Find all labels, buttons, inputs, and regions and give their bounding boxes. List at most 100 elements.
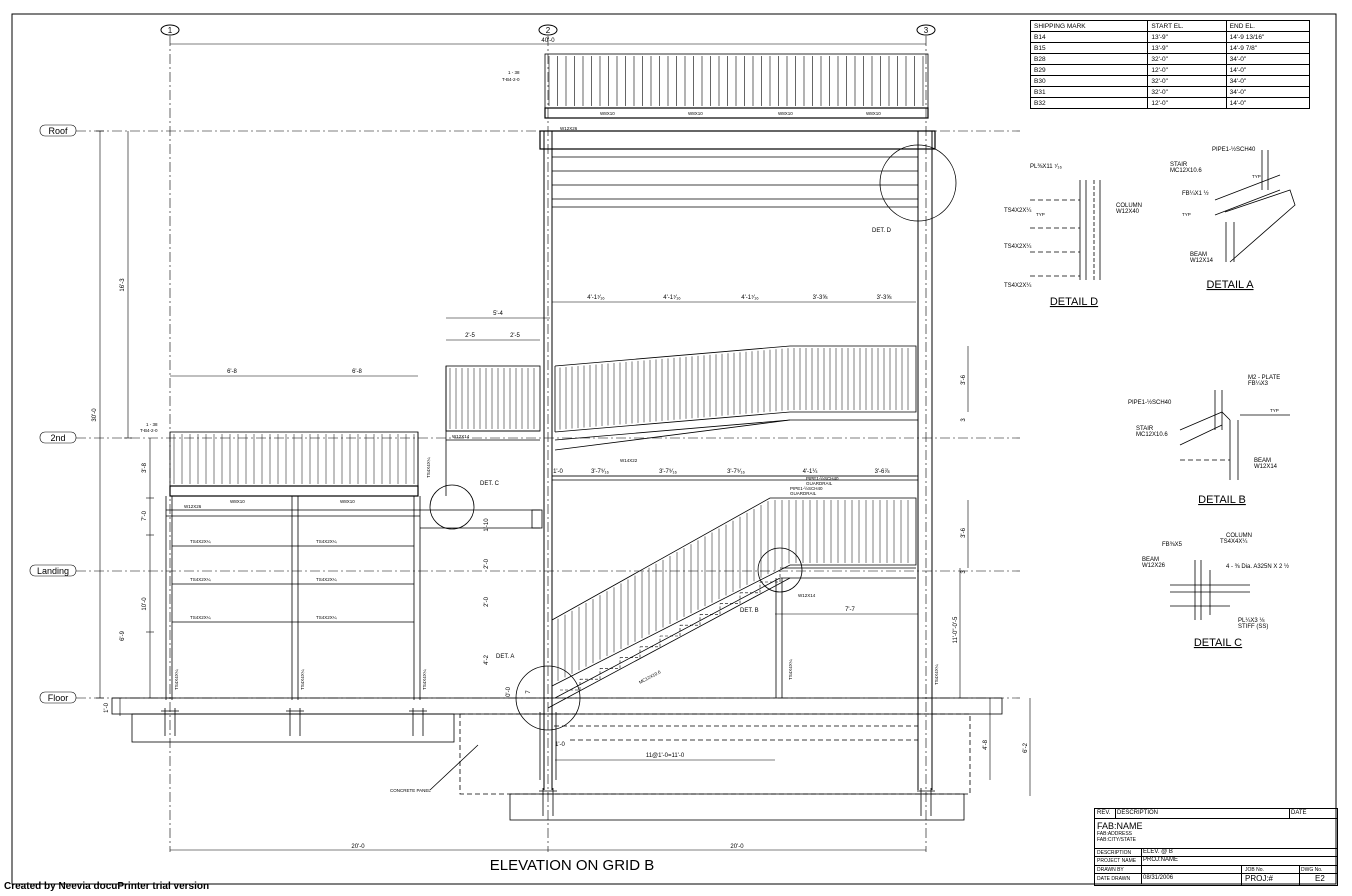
- dim-rv-3: 3'-6: [961, 527, 967, 537]
- detail-c-title: DETAIL C: [1194, 637, 1242, 649]
- dim-mv-2: 2'-0: [484, 558, 490, 568]
- detail-c-label: PL¼X3 ⅛: [1238, 618, 1265, 624]
- dim-top: 40'-0: [541, 38, 555, 44]
- det-d-callout: DET. D: [872, 228, 892, 234]
- dim-rv-7: 6'-2: [1023, 742, 1029, 752]
- dim-us-1: 4'-1⁷⁄₁₆: [587, 294, 605, 301]
- schedule-cell: B31: [1029, 86, 1149, 98]
- tb-date: DATE: [1291, 810, 1307, 816]
- schedule-cell: 34'-0": [1225, 53, 1311, 65]
- schedule-cell: 14'-0": [1225, 97, 1311, 109]
- grid-lines: [160, 24, 936, 852]
- lower-stair: [547, 475, 918, 709]
- member-label: TS4X2X¼: [190, 539, 211, 544]
- dim-bottom-2: 20'-0: [730, 844, 744, 850]
- detail-d-label: TS4X2X¼: [1004, 283, 1032, 289]
- schedule-header: SHIPPING MARK: [1029, 20, 1149, 32]
- member-label: W14X22: [620, 458, 638, 463]
- schedule-cell: 13'-9": [1147, 42, 1227, 54]
- tb-desc-label: DESCRIPTION: [1097, 850, 1132, 856]
- tb-fab-address: FAB:ADDRESS: [1097, 831, 1133, 837]
- level-2nd: 2nd: [50, 433, 65, 443]
- detail-d-label: TYP: [1036, 212, 1045, 217]
- dim-left-rail-2: 6'-8: [352, 369, 362, 375]
- member-label: W12X14: [452, 434, 470, 439]
- foundation: [111, 697, 1003, 821]
- tb-fab-city: FAB:CITY/STATE: [1097, 837, 1136, 843]
- title-block: REV. DESCRIPTION DATE FAB:NAME FAB:ADDRE…: [1094, 808, 1338, 886]
- detail-a-label: W12X14: [1190, 258, 1214, 264]
- grid-label-3: 3: [924, 26, 929, 35]
- detail-c-label: BEAM: [1142, 557, 1159, 563]
- member-label: TS4X4X¼: [788, 659, 793, 680]
- schedule-cell: B32: [1029, 97, 1149, 109]
- detail-a-label: MC12X10.6: [1170, 168, 1202, 174]
- member-label: TS4X2X¼: [190, 577, 211, 582]
- level-roof: Roof: [48, 126, 68, 136]
- member-label: W12X26: [184, 504, 202, 509]
- misc-label: 1 - 38: [508, 70, 520, 75]
- upper-stair: [445, 345, 918, 451]
- member-label: TS4X4X¼: [934, 664, 939, 685]
- member-label: W8X10: [600, 111, 615, 116]
- det-b-callout: DET. B: [740, 608, 759, 614]
- dim-ls-2: 3'-7⁹⁄₁₆: [591, 468, 609, 475]
- tb-drawn-label: DRAWN BY: [1097, 867, 1124, 873]
- dim-us-3: 4'-1⁷⁄₁₆: [741, 294, 759, 301]
- schedule-cell: 34'-0": [1225, 86, 1311, 98]
- detail-c-label: COLUMN: [1226, 533, 1252, 539]
- detail-b-label: MC12X10.6: [1136, 432, 1168, 438]
- schedule-cell: 32'-0": [1147, 75, 1227, 87]
- dim-upper-1: 2'-5: [465, 333, 475, 339]
- tb-rev: REV.: [1097, 810, 1111, 816]
- dim-ls-5: 4'-1¼: [803, 469, 819, 475]
- detail-b-label: STAIR: [1136, 426, 1154, 432]
- member-label: W8X10: [778, 111, 793, 116]
- dim-upper-2: 2'-5: [510, 333, 520, 339]
- member-label: TS4X4X¼: [300, 669, 305, 690]
- dim-lv-4: 7'-0: [142, 510, 148, 520]
- schedule-cell: 12'-0": [1147, 64, 1227, 76]
- schedule-cell: B29: [1029, 64, 1149, 76]
- detail-d-label: COLUMN: [1116, 203, 1142, 209]
- left-platform: [169, 366, 447, 497]
- dim-bottom-small-2: 7'-7: [845, 607, 855, 613]
- tb-fab-name: FAB:NAME: [1097, 821, 1143, 831]
- dim-rv-1: 3'-6: [961, 374, 967, 384]
- schedule-cell: B28: [1029, 53, 1149, 65]
- dim-bottom-1: 20'-0: [351, 844, 365, 850]
- tb-dwg-label: DWG No.: [1301, 867, 1323, 873]
- detail-b-label: PIPE1-½SCH40: [1128, 399, 1172, 406]
- dim-rv-2: 3: [961, 418, 967, 422]
- detail-c-label: 4 - ⅜ Dia. A325N X 2 ½: [1226, 563, 1289, 570]
- schedule-cell: 13'-9": [1147, 31, 1227, 43]
- misc-label: 1 - 38: [146, 422, 158, 427]
- dim-us-4: 3'-3⅝: [813, 295, 829, 301]
- level-floor: Floor: [48, 693, 69, 703]
- member-label: W12X26: [560, 126, 578, 131]
- detail-b-label: BEAM: [1254, 458, 1271, 464]
- dim-lv-6: 6'-9: [120, 630, 126, 640]
- dim-lv-1: 16'-3: [120, 278, 126, 292]
- tb-desc-value: ELEV. @ B: [1143, 849, 1173, 855]
- dim-mv-3: 2'-0: [484, 596, 490, 606]
- member-label: W8X10: [340, 499, 355, 504]
- member-label: W8X10: [688, 111, 703, 116]
- dim-rv-6: 4'-8: [983, 739, 989, 749]
- detail-b-label: TYP: [1270, 408, 1279, 413]
- schedule-cell: B14: [1029, 31, 1149, 43]
- member-label: W8X10: [866, 111, 881, 116]
- detail-sketches: [1030, 150, 1296, 620]
- member-label: TS4X2X¼: [316, 539, 337, 544]
- detail-a-label: PIPE1-½SCH40: [1212, 146, 1256, 153]
- member-label: TS4X2X¼: [190, 615, 211, 620]
- detail-a-label: FB¼X1 ½: [1182, 190, 1209, 197]
- schedule-cell: 12'-0": [1147, 97, 1227, 109]
- tb-dwg-value: E2: [1315, 874, 1325, 883]
- schedule-header: START EL.: [1147, 20, 1227, 32]
- dim-lv-3: 3'-8: [142, 462, 148, 472]
